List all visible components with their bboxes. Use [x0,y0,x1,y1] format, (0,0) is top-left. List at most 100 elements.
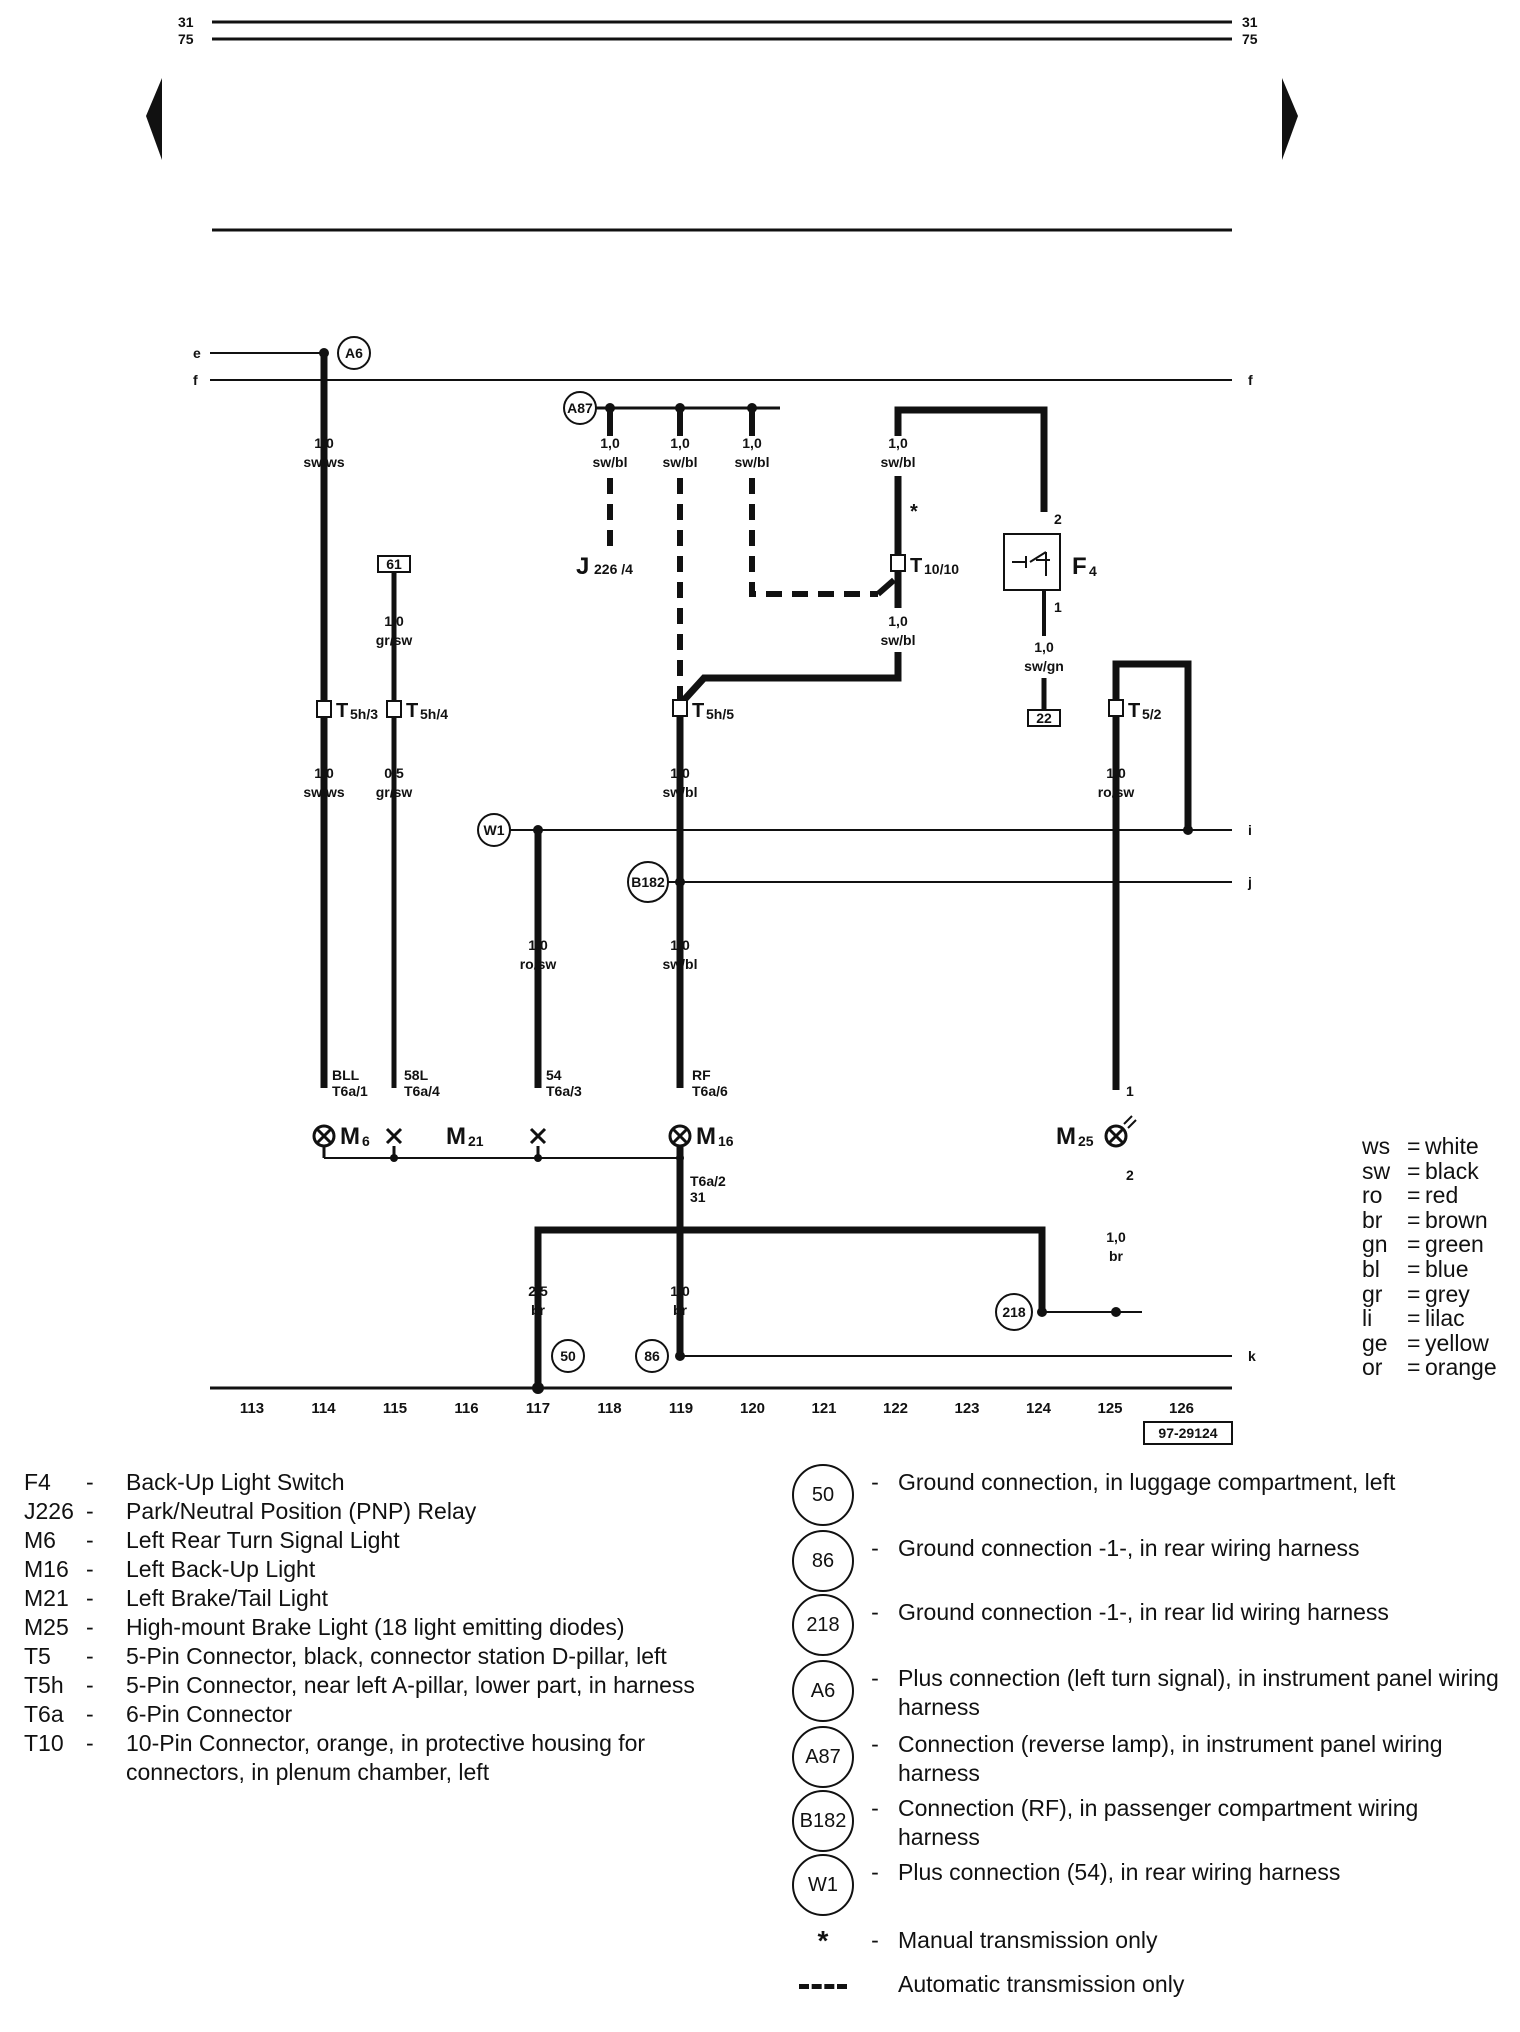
color-name: orange [1425,1354,1497,1381]
column-number: 126 [1169,1400,1194,1417]
connector-label: T [406,700,418,722]
color-key-row: gr=grey [1362,1280,1497,1307]
connection-row: W1-Plus connection (54), in rear wiring … [786,1854,1506,1916]
connection-symbol: A6 [786,1660,860,1722]
connection-symbol: B182 [786,1790,860,1852]
wire-color: gr/sw [376,632,413,648]
bus-i-label: i [1248,822,1252,838]
connector-label: T [336,700,348,722]
legend-desc: Left Brake/Tail Light [126,1585,329,1611]
legend-dash: - [86,1498,94,1524]
legend-code: F4 [24,1469,51,1495]
connection-desc: Plus connection (left turn signal), in i… [898,1665,1499,1720]
wire-gauge: 1,0 [384,613,404,629]
color-code: or [1362,1354,1383,1381]
connector-sublabel: 5h/3 [350,706,378,722]
wire-gauge: 1,0 [888,613,908,629]
equals-sign: = [1407,1182,1421,1209]
legend-dash: - [86,1672,94,1698]
wire-gauge: 1,0 [670,937,690,953]
connector-sublabel: 5h/5 [706,706,734,722]
legend-dash: - [871,1795,879,1821]
lamp-m16-sublabel: 16 [718,1133,734,1149]
wire-color: sw/bl [592,454,627,470]
color-key-row: br=brown [1362,1207,1497,1233]
connector-sublabel: 5h/4 [420,706,448,722]
prev-page-arrow-icon[interactable] [146,78,162,160]
legend-code: M21 [24,1585,69,1611]
legend-row: F4-Back-Up Light Switch [24,1468,724,1497]
legend-dash: - [871,1599,879,1625]
ground-50-label: 50 [560,1348,576,1364]
wire-color: br [673,1302,688,1318]
legend-desc: Left Rear Turn Signal Light [126,1527,400,1553]
wire-120 [749,478,878,597]
legend-desc: 6-Pin Connector [126,1701,293,1727]
note-desc: Automatic transmission only [898,1971,1185,1997]
bus-k-label: k [1248,1348,1256,1364]
wire-color: sw/gn [1024,658,1064,674]
legend-dash: - [86,1614,94,1640]
color-key-row: ge=yellow [1362,1330,1497,1356]
wire-color: sw/bl [734,454,769,470]
note-automatic: Automatic transmission only [786,1970,1506,1999]
lamp-m21-label: M [446,1123,466,1150]
wire-gauge: 1,0 [1106,765,1126,781]
pin-t6a2-31: 31 [690,1189,706,1205]
legend-dash: - [871,1859,879,1885]
legend-dash: - [86,1701,94,1727]
ground-w1-label: W1 [484,822,505,838]
legend-row: M21- Left Brake/Tail Light [24,1584,724,1613]
header-75-right: 75 [1242,31,1258,47]
equals-sign: = [1407,1157,1421,1184]
legend-desc: 5-Pin Connector, near left A-pillar, low… [126,1672,695,1698]
led-m25-label: M [1056,1123,1076,1150]
wire-color: gr/sw [376,784,413,800]
connection-desc: Ground connection -1-, in rear wiring ha… [898,1535,1360,1561]
lamp-m6 [312,1124,336,1148]
column-number: 124 [1026,1400,1052,1417]
wire-color: ro/sw [1098,784,1135,800]
wire-gauge: 1,0 [314,435,334,451]
pin-54: 54 [546,1067,562,1083]
lamp-m6-label: M [340,1123,360,1150]
wire-gauge: 0,5 [384,765,404,781]
color-code: ro [1362,1182,1383,1209]
connection-desc: Ground connection -1-, in rear lid wirin… [898,1599,1389,1625]
column-number: 118 [597,1400,621,1417]
color-name: lilac [1425,1305,1465,1332]
wire-gauge: 1,0 [528,937,548,953]
lamp-m21-filament-2 [529,1127,547,1145]
connection-row: 218-Ground connection -1-, in rear lid w… [786,1594,1506,1656]
next-page-arrow-icon[interactable] [1282,78,1298,160]
color-code: ws [1362,1133,1391,1159]
wire-color: sw/bl [880,632,915,648]
lamp-m21-sublabel: 21 [468,1133,484,1149]
pin-rf-sub: T6a/6 [692,1083,728,1099]
star-icon: * [786,1926,860,1955]
legend-code: T6a [24,1701,64,1727]
connection-circle-icon: W1 [792,1854,854,1916]
switch-f4-sublabel: 4 [1089,563,1097,579]
header-75-left: 75 [178,31,194,47]
connector-t5h5 [672,699,688,717]
color-name: blue [1425,1255,1469,1282]
legend-dash: - [86,1585,94,1611]
column-number: 115 [383,1400,407,1417]
manual-star: * [910,501,918,523]
equals-sign: = [1407,1280,1421,1307]
column-number: 113 [240,1400,264,1417]
column-number: 125 [1097,1400,1122,1417]
legend-dash: - [86,1730,94,1756]
wire-122-bottom [681,652,902,703]
wire-color: sw/ws [303,454,344,470]
wire-125-top [1112,660,1192,830]
legend-desc: High-mount Brake Light (18 light emittin… [126,1614,625,1640]
legend-row: T10-10-Pin Connector, orange, in protect… [24,1729,724,1787]
pin-t6a2: T6a/2 [690,1173,726,1189]
switch-f4-label: F [1072,553,1087,580]
equals-sign: = [1407,1133,1421,1159]
equals-sign: = [1407,1354,1421,1381]
connection-row: 86-Ground connection -1-, in rear wiring… [786,1530,1506,1592]
legend-row: T5h-5-Pin Connector, near left A-pillar,… [24,1671,724,1700]
